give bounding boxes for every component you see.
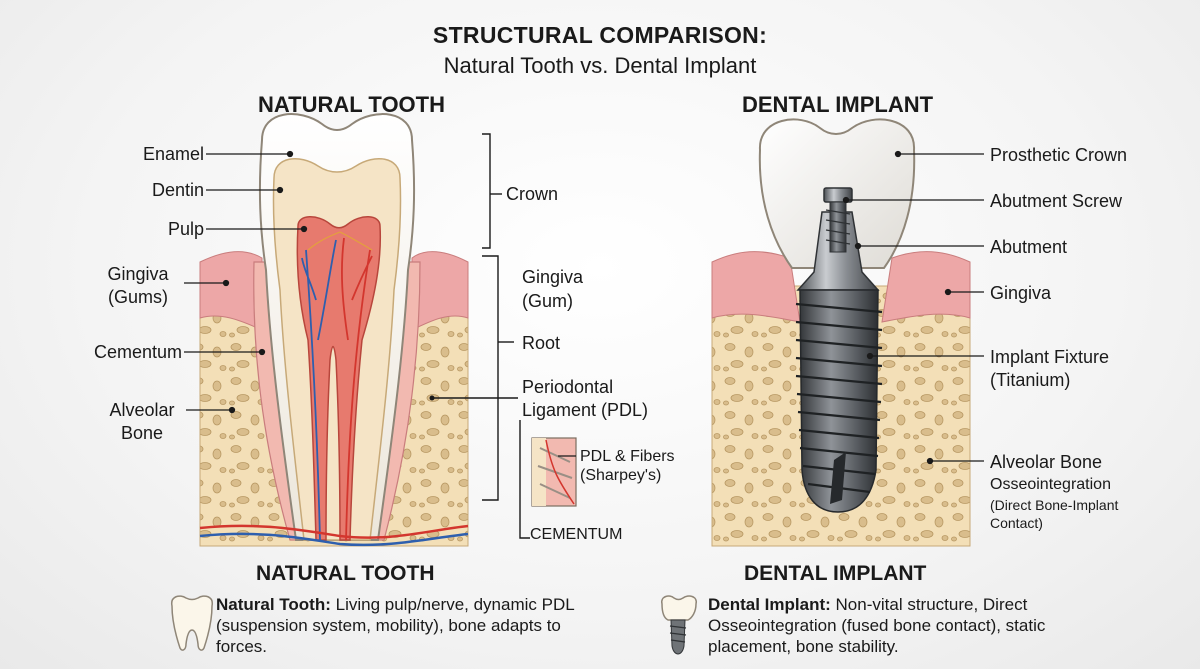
implant-summary-title: Dental Implant: [708,595,831,614]
page-title: STRUCTURAL COMPARISON: [432,22,768,48]
implant-footer-heading: DENTAL IMPLANT [744,562,927,585]
natural-summary-title: Natural Tooth: [216,595,331,614]
label-abutment: Abutment [990,237,1068,257]
label-alveolar-1: Alveolar [109,400,175,420]
label-osseo-detail-2: Contact) [990,515,1043,531]
natural-right-brackets [432,133,530,539]
label-pdl-fibers-1: PDL & Fibers [580,448,675,465]
implant-icon [661,595,697,655]
label-gingiva-gum-2: (Gum) [522,291,573,311]
label-pulp: Pulp [167,219,204,239]
label-osseo-detail-1: (Direct Bone-Implant [990,497,1119,513]
label-pdl-1: Periodontal [522,377,614,397]
natural-footer-heading: NATURAL TOOTH [256,562,435,585]
label-pdl-fibers-2: (Sharpey's) [580,467,662,484]
label-implant-fixture-1: Implant Fixture [990,347,1110,367]
label-osseointegration: Osseointegration [990,476,1111,493]
label-alveolar-bone-implant: Alveolar Bone [990,452,1103,472]
implant-leaders [842,150,984,465]
label-gingiva-gum-1: Gingiva [522,267,584,287]
natural-summary-text: Living pulp/nerve, dynamic PDL (suspensi… [216,595,575,656]
label-cementum-caps: CEMENTUM [530,526,623,543]
fixture-threads [795,302,883,494]
implant-summary-text: Non-vital structure, Direct Osseointegra… [708,595,1046,656]
dental-implant-diagram [711,118,971,547]
gingiva-implant-left [711,251,801,323]
natural-tooth-heading: NATURAL TOOTH [258,92,445,117]
label-dentin: Dentin [151,180,204,200]
label-prosthetic-crown: Prosthetic Crown [990,145,1128,165]
label-crown: Crown [506,184,559,204]
dental-implant-heading: DENTAL IMPLANT [742,92,934,117]
label-pdl-2: Ligament (PDL) [522,400,649,420]
label-alveolar-2: Bone [120,423,164,443]
natural-left-leaders [184,150,308,414]
gingiva-implant-right [881,251,971,323]
pdl-fibers-inset [531,437,577,507]
natural-tooth-diagram [199,113,469,547]
page-subtitle: Natural Tooth vs. Dental Implant [443,53,757,78]
label-implant-fixture-2: (Titanium) [990,370,1071,390]
implant-summary: Dental Implant: Non-vital structure, Dir… [708,594,1048,657]
label-gingiva-gums-1: Gingiva [107,264,169,284]
label-gingiva-gums-2: (Gums) [108,287,168,307]
label-enamel: Enamel [142,144,204,164]
label-abutment-screw: Abutment Screw [990,191,1123,211]
label-root: Root [522,333,561,353]
label-cementum: Cementum [93,342,182,362]
label-gingiva-implant: Gingiva [990,283,1052,303]
natural-summary: Natural Tooth: Living pulp/nerve, dynami… [216,594,596,657]
tooth-icon [171,595,213,651]
